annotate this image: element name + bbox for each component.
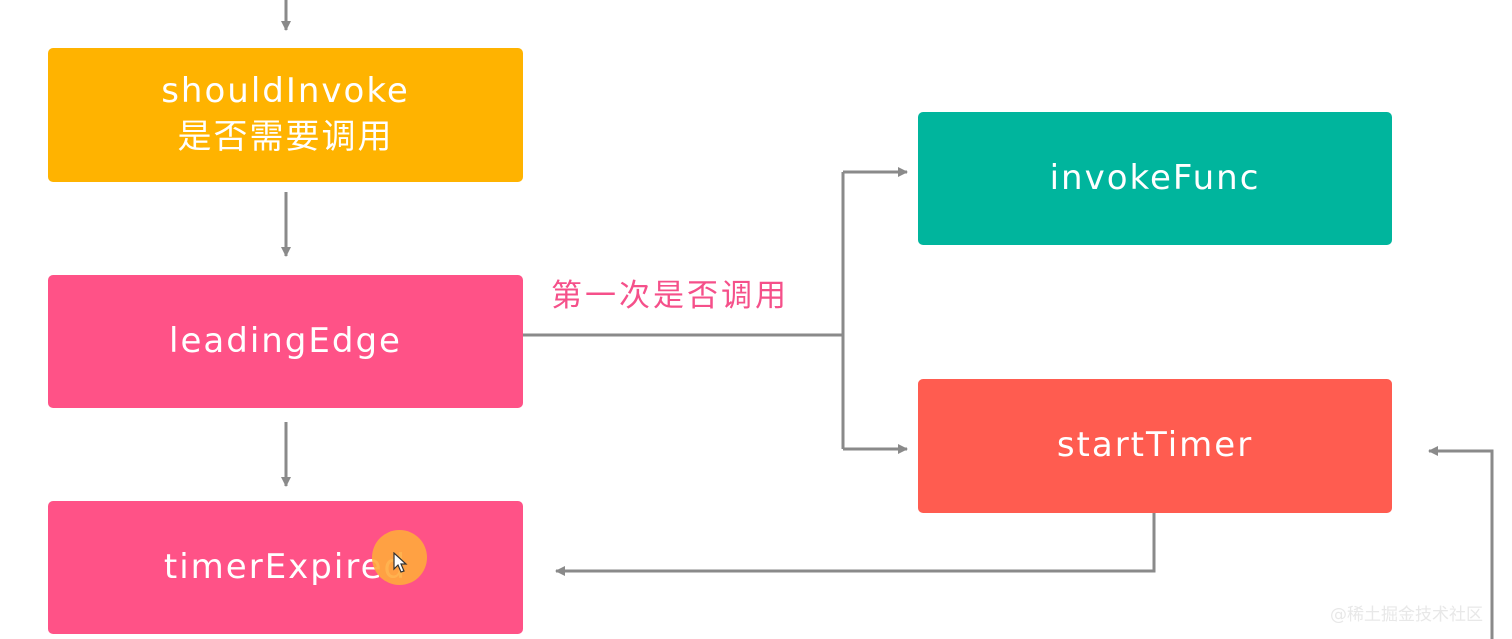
node-timer-expired-label: timerExpired	[163, 546, 408, 587]
arrow-loop-back-to-start-timer	[1428, 446, 1494, 639]
node-start-timer-label: startTimer	[1056, 425, 1254, 466]
arrow-start-timer-to-timer-expired	[555, 513, 1156, 576]
watermark: @稀土掘金技术社区	[1330, 605, 1483, 625]
node-invoke-func: invokeFunc	[918, 112, 1392, 245]
node-timer-expired: timerExpired	[48, 501, 523, 634]
edge-label-first-call: 第一次是否调用	[551, 278, 789, 314]
node-should-invoke-desc: 是否需要调用	[177, 117, 394, 157]
node-should-invoke: shouldInvoke 是否需要调用	[48, 48, 523, 182]
node-should-invoke-name: shouldInvoke	[161, 71, 410, 112]
mouse-pointer-icon	[393, 552, 408, 573]
node-start-timer: startTimer	[918, 379, 1392, 513]
node-leading-edge: leadingEdge	[48, 275, 523, 408]
node-invoke-func-label: invokeFunc	[1049, 157, 1261, 198]
node-leading-edge-label: leadingEdge	[169, 320, 402, 361]
